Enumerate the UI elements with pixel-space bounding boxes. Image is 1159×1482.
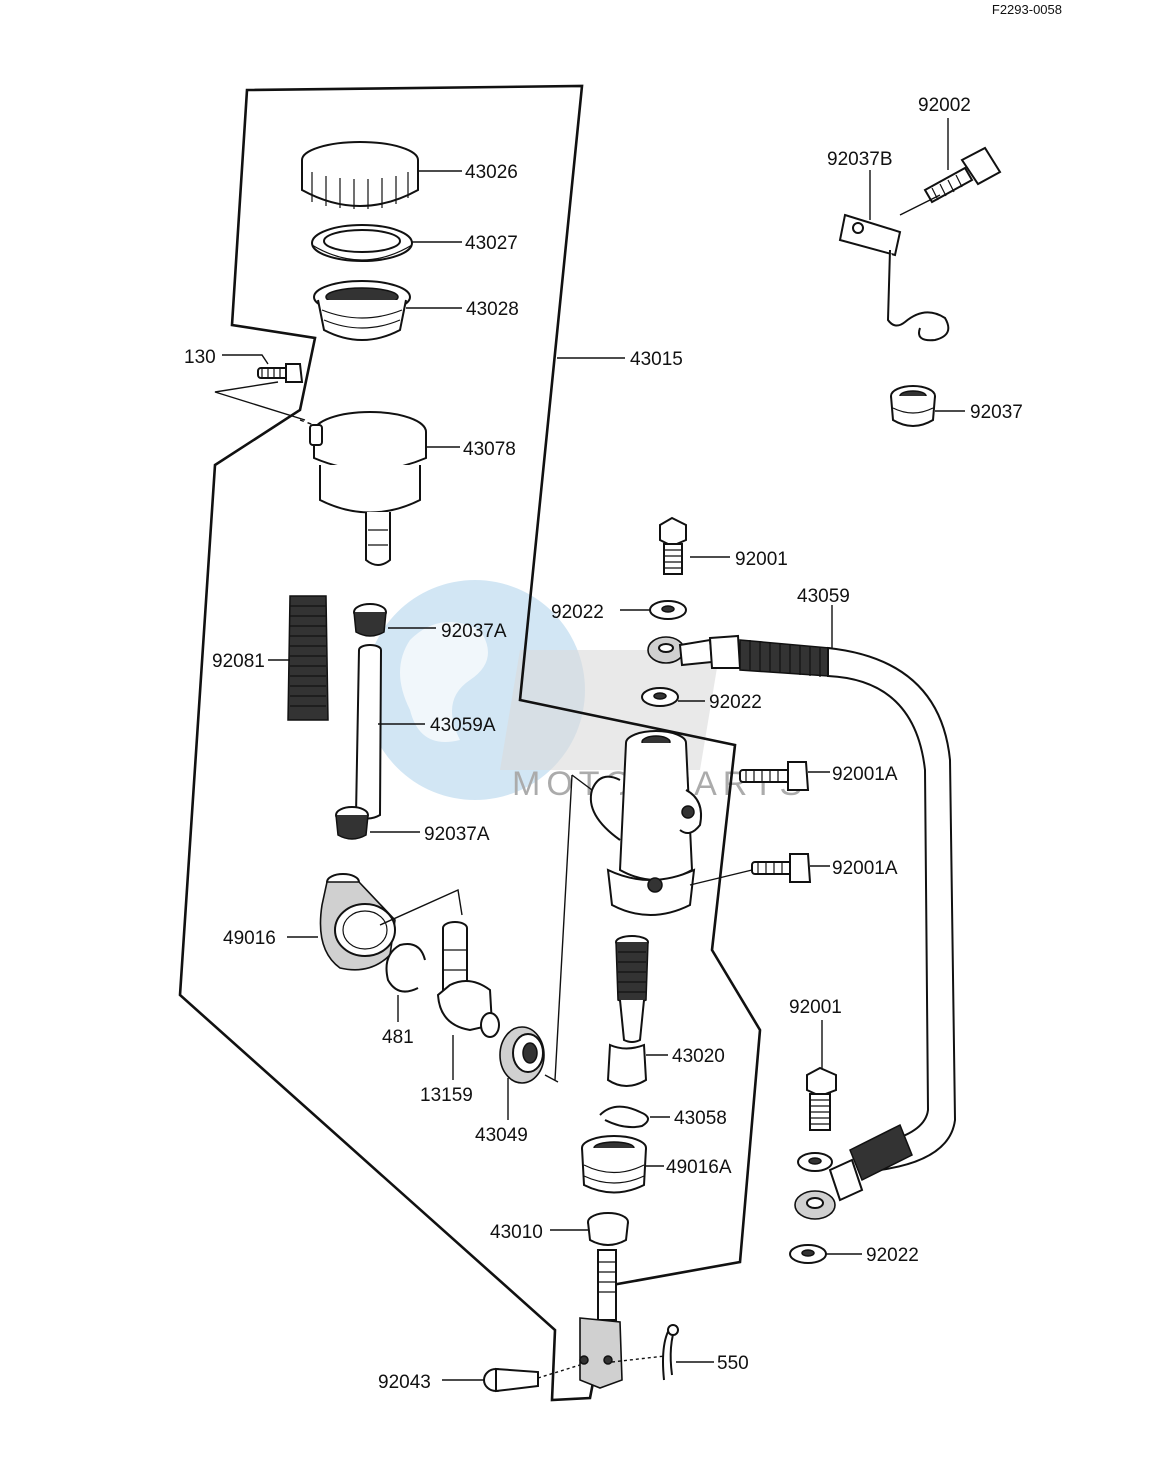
label-43049: 43049 bbox=[475, 1125, 528, 1146]
banjo-bolt-92001-right bbox=[806, 1066, 837, 1131]
washer-92022-top bbox=[649, 600, 687, 620]
fitting-13159 bbox=[436, 921, 500, 1038]
washer-92022-bottom bbox=[789, 1244, 827, 1264]
label-43020: 43020 bbox=[672, 1046, 725, 1067]
label-43058: 43058 bbox=[674, 1108, 727, 1129]
label-49016A: 49016A bbox=[666, 1157, 732, 1178]
label-43010: 43010 bbox=[490, 1222, 543, 1243]
reservoir-43078 bbox=[309, 411, 427, 566]
reservoir-cap-43026 bbox=[301, 141, 419, 209]
label-43015: 43015 bbox=[630, 349, 683, 370]
clamp-92037B bbox=[838, 213, 950, 342]
diaphragm-43028 bbox=[313, 280, 411, 341]
banjo-bolt-92001-top bbox=[659, 516, 687, 575]
label-92002: 92002 bbox=[918, 95, 971, 116]
cotter-pin-550 bbox=[662, 1324, 679, 1381]
label-92022-top: 92022 bbox=[551, 602, 604, 623]
label-92001A-top: 92001A bbox=[832, 764, 898, 785]
circlip-481 bbox=[385, 943, 426, 993]
spring-guard-92081 bbox=[287, 595, 329, 721]
piston-43020 bbox=[606, 935, 649, 1087]
bolt-92002 bbox=[923, 146, 1002, 204]
label-92043: 92043 bbox=[378, 1372, 431, 1393]
pin-92043 bbox=[483, 1367, 539, 1393]
washer-92022-mid bbox=[641, 687, 679, 707]
boot-49016A bbox=[581, 1135, 647, 1194]
push-rod-43010 bbox=[579, 1212, 629, 1389]
label-92037: 92037 bbox=[970, 402, 1023, 423]
seal-43049 bbox=[499, 1026, 545, 1084]
bolt-92001A-bottom bbox=[751, 853, 812, 883]
label-43059A: 43059A bbox=[430, 715, 496, 736]
hose-43059A bbox=[354, 644, 382, 820]
label-550: 550 bbox=[717, 1353, 749, 1374]
label-49016: 49016 bbox=[223, 928, 276, 949]
label-43059: 43059 bbox=[797, 586, 850, 607]
joint-49016 bbox=[319, 873, 396, 971]
diaphragm-plate-43027 bbox=[311, 224, 413, 262]
clamp-92037A-top bbox=[353, 603, 387, 637]
label-43028: 43028 bbox=[466, 299, 519, 320]
washer-right-upper bbox=[797, 1152, 833, 1172]
label-481: 481 bbox=[382, 1027, 414, 1048]
screw-130 bbox=[257, 363, 304, 383]
bolt-92001A-top bbox=[739, 761, 810, 791]
master-cylinder-body bbox=[589, 730, 702, 916]
label-92001A-bottom: 92001A bbox=[832, 858, 898, 879]
label-92022-bottom: 92022 bbox=[866, 1245, 919, 1266]
label-43026: 43026 bbox=[465, 162, 518, 183]
watermark-globe-icon bbox=[365, 580, 585, 800]
brake-hose-43059 bbox=[647, 634, 957, 1220]
label-43027: 43027 bbox=[465, 233, 518, 254]
diagram-code: F2293-0058 bbox=[992, 2, 1062, 17]
grommet-92037 bbox=[890, 385, 936, 427]
label-92081: 92081 bbox=[212, 651, 265, 672]
assembly-outline bbox=[178, 84, 762, 1402]
label-92001-right: 92001 bbox=[789, 997, 842, 1018]
label-92037B: 92037B bbox=[827, 149, 893, 170]
label-92037A-bottom: 92037A bbox=[424, 824, 490, 845]
label-43078: 43078 bbox=[463, 439, 516, 460]
label-92022-mid: 92022 bbox=[709, 692, 762, 713]
circlip-43058 bbox=[599, 1105, 649, 1129]
clamp-92037A-bottom bbox=[335, 806, 369, 840]
label-130: 130 bbox=[184, 347, 216, 368]
label-92037A-top: 92037A bbox=[441, 621, 507, 642]
label-13159: 13159 bbox=[420, 1085, 473, 1106]
label-92001-top: 92001 bbox=[735, 549, 788, 570]
